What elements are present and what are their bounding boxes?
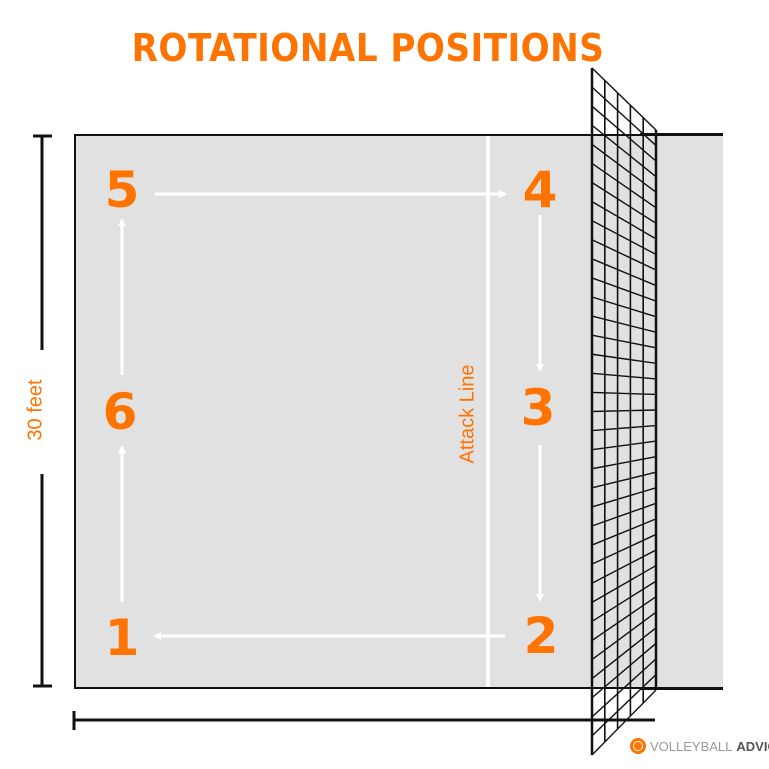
diagram-title: ROTATIONAL POSITIONS <box>131 26 605 70</box>
logo: VOLLEYBALL ADVICE <box>630 738 769 754</box>
volleyball-icon <box>630 738 646 754</box>
logo-word-1: VOLLEYBALL <box>650 738 733 754</box>
dimension-line <box>33 134 52 688</box>
position-6: 6 <box>102 383 138 441</box>
rotation-arrows <box>118 190 544 640</box>
position-5: 5 <box>104 161 140 219</box>
attack-line <box>486 136 490 687</box>
position-3: 3 <box>520 379 556 437</box>
position-1: 1 <box>104 609 140 667</box>
position-2: 2 <box>523 607 559 665</box>
dimension-label: 30 feet <box>24 379 47 441</box>
court-edge-extension <box>640 133 723 690</box>
net <box>590 67 658 756</box>
bottom-dimension-line <box>72 711 655 730</box>
position-4: 4 <box>522 161 558 219</box>
logo-word-2: ADVICE <box>736 738 769 754</box>
